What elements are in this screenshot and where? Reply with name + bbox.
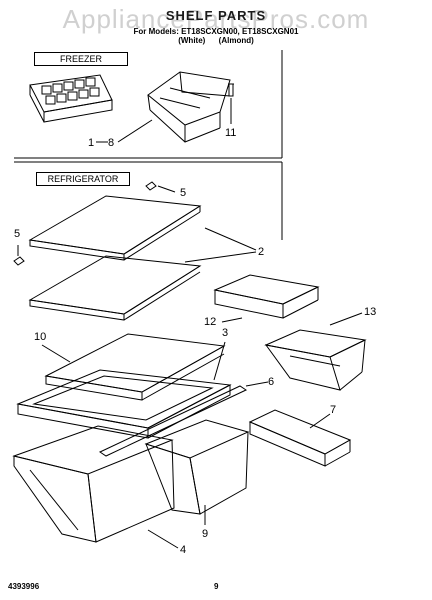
leader-8: [117, 119, 153, 143]
ice-tray-part: [29, 74, 113, 123]
crisper-drawer-large: [12, 425, 175, 543]
variant-white: (White): [178, 36, 206, 45]
callout-1: 1: [88, 137, 95, 149]
callout-12: 12: [204, 316, 217, 328]
glass-shelf-upper: [28, 195, 202, 261]
leader-2b: [184, 251, 257, 263]
watermark-text: AppliancePartsPros.com: [62, 4, 370, 34]
leader-6: [245, 381, 269, 387]
small-bin-part: [264, 329, 367, 391]
callout-11: 11: [225, 127, 237, 139]
callout-2: 2: [258, 246, 265, 258]
callout-5-left: 5: [14, 228, 21, 240]
wire-shelf-part: [44, 333, 226, 401]
glass-shelf-lower: [28, 255, 202, 321]
leader-2a: [204, 227, 257, 251]
callout-6: 6: [268, 376, 275, 388]
crisper-rail-part: [248, 409, 352, 467]
callout-4: 4: [180, 544, 187, 556]
leader-13: [329, 312, 363, 326]
callout-13: 13: [364, 306, 377, 318]
callout-8: 8: [108, 137, 115, 149]
leader-4: [147, 529, 179, 549]
page-number: 9: [214, 582, 219, 591]
callout-9: 9: [202, 528, 209, 540]
callout-5-upper: 5: [180, 187, 187, 199]
models-line: For Models: ET18SCXGN00, ET18SCXGN01: [133, 27, 299, 36]
leader-12: [221, 317, 243, 323]
leader-3: [213, 341, 226, 381]
variant-almond: (Almond): [218, 36, 254, 45]
screw-part: [228, 83, 234, 97]
shelf-support-left: [13, 245, 25, 266]
callout-3: 3: [222, 327, 229, 339]
trim-strip-part: [98, 385, 248, 457]
part-code: 4393996: [8, 582, 40, 591]
callout-10: 10: [34, 331, 47, 343]
leader-7: [309, 413, 331, 429]
crisper-cover-part: [213, 274, 320, 319]
crisper-frame-part: [16, 369, 232, 439]
page-title: SHELF PARTS: [165, 8, 267, 23]
refrigerator-section-label: REFRIGERATOR: [36, 172, 130, 186]
freezer-section-label: FREEZER: [34, 52, 128, 66]
callout-7: 7: [330, 404, 337, 416]
ice-bin-part: [147, 71, 231, 143]
shelf-support-upper: [145, 181, 176, 193]
color-variants: (White) (Almond): [0, 36, 432, 45]
crisper-drawer-small: [144, 419, 250, 515]
leader-10: [41, 344, 71, 363]
